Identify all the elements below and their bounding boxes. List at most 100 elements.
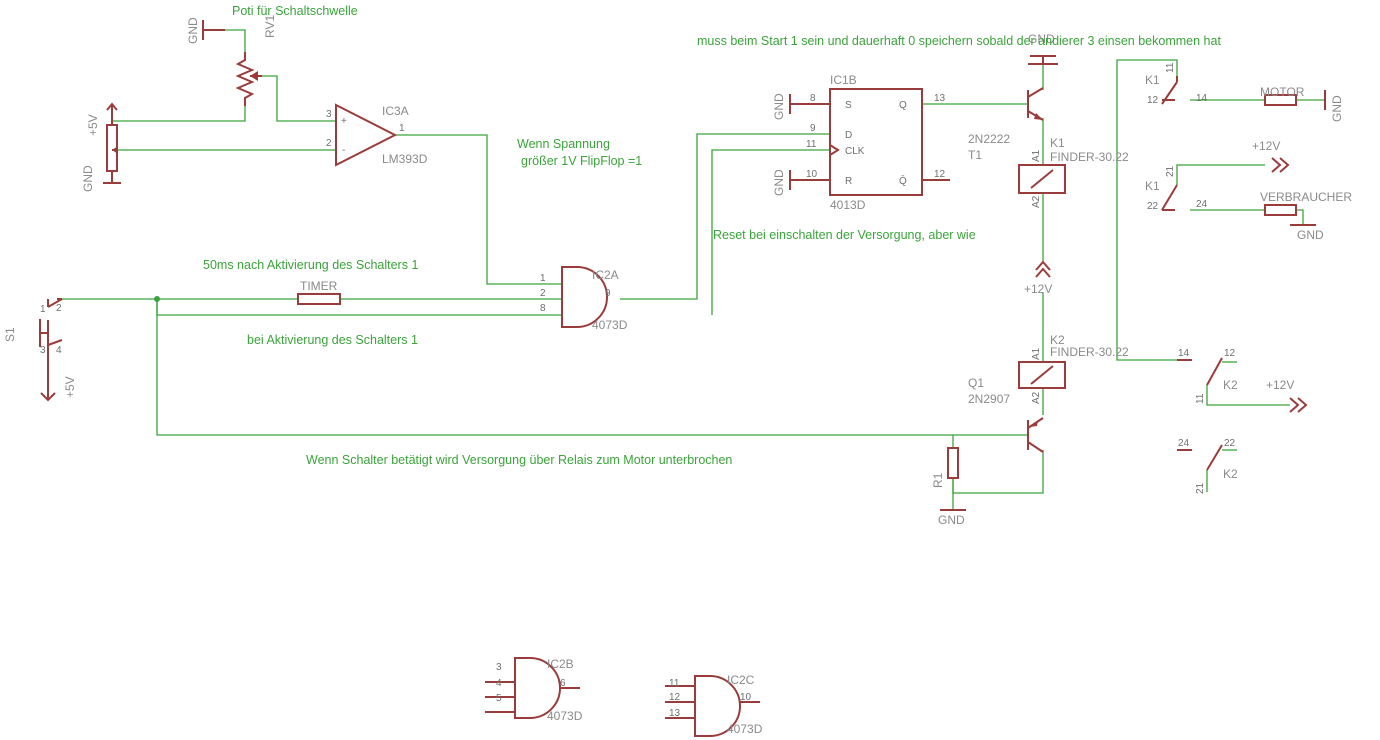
switch-s1 — [39, 299, 56, 402]
pin-1: 1 — [540, 273, 546, 284]
resistor-r1 — [947, 447, 959, 479]
pin-8: 8 — [810, 93, 816, 104]
label-timer: TIMER — [300, 279, 338, 293]
note-poti: Poti für Schaltschwelle — [232, 4, 358, 18]
label-gnd: GND — [1028, 32, 1055, 46]
label-gnd: GND — [938, 513, 965, 527]
comparator-ic3a — [335, 103, 398, 167]
label-k1: K1 — [1050, 136, 1065, 150]
label-gnd: GND — [186, 17, 200, 44]
pin-3: 3 — [40, 345, 46, 356]
ground-symbol — [103, 171, 121, 184]
relay-contact-k1a — [1161, 81, 1178, 105]
pin-4: 4 — [56, 345, 62, 356]
relay-contact-k2b — [1177, 444, 1223, 471]
pin-a2: A2 — [1031, 195, 1042, 208]
label-ic2b: IC2B — [547, 657, 574, 671]
pin-11: 11 — [1165, 62, 1176, 73]
label-12v: +12V — [1252, 139, 1280, 153]
pin-clk: CLK — [845, 146, 865, 157]
note-reset: Reset bei einschalten der Versorgung, ab… — [713, 228, 976, 242]
and-gate-ic2b — [485, 657, 580, 719]
motor-load — [1264, 94, 1297, 106]
label-12v: +12V — [1266, 378, 1294, 392]
label-gnd: GND — [1297, 228, 1324, 242]
label-5v: +5V — [63, 376, 77, 398]
relay-coil-k2 — [1018, 361, 1066, 389]
junction-dot — [154, 296, 160, 302]
pin-14: 14 — [1178, 348, 1190, 359]
label-t1: T1 — [968, 148, 982, 162]
label-4013d: 4013D — [830, 198, 866, 212]
note-flipflop: größer 1V FlipFlop =1 — [521, 154, 642, 168]
wires — [62, 29, 1325, 510]
timer-element — [297, 293, 341, 305]
label-k2: K2 — [1223, 467, 1238, 481]
pin-12: 12 — [934, 169, 946, 180]
supply-arrow-5v — [106, 102, 118, 125]
label-4073d: 4073D — [592, 318, 628, 332]
annotations: Poti für Schaltschwelle muss beim Start … — [203, 4, 1221, 467]
pin-s: S — [845, 100, 852, 111]
pin-5: 5 — [496, 693, 502, 704]
label-finder: FINDER-30.22 — [1050, 345, 1129, 359]
pin-qn: Q̄ — [899, 174, 907, 187]
pin-a1: A1 — [1031, 347, 1042, 360]
label-k1: K1 — [1145, 73, 1160, 87]
pin-12: 12 — [1147, 95, 1159, 106]
pin-22: 22 — [1224, 438, 1236, 449]
relay-contact-k2a — [1177, 357, 1223, 386]
note-schalter: Wenn Schalter betätigt wird Versorgung ü… — [306, 453, 732, 467]
pin-13: 13 — [934, 93, 946, 104]
pin-1: 1 — [40, 304, 46, 315]
note-aktivierung: bei Aktivierung des Schalters 1 — [247, 333, 418, 347]
wiper-arrow — [250, 71, 258, 81]
label-ic3a: IC3A — [382, 104, 409, 118]
flipflop-ic1b — [829, 88, 923, 196]
pin-14: 14 — [1196, 93, 1208, 104]
label-lm393: LM393D — [382, 152, 428, 166]
pin-21: 21 — [1165, 165, 1176, 177]
label-ic2c: IC2C — [727, 673, 755, 687]
pin-q: Q — [899, 100, 907, 111]
label-4073d: 4073D — [547, 709, 583, 723]
note-start: muss beim Start 1 sein und dauerhaft 0 s… — [697, 34, 1221, 48]
pin-10: 10 — [740, 692, 752, 703]
pin-a1: A1 — [1031, 149, 1042, 162]
label-r1: R1 — [931, 472, 945, 488]
label-k2: K2 — [1223, 378, 1238, 392]
pin-a2: A2 — [1031, 391, 1042, 404]
label-verbraucher: VERBRAUCHER — [1260, 190, 1352, 204]
ground-symbol — [202, 20, 225, 40]
supply-arrow-12v — [1035, 260, 1051, 278]
label-gnd: GND — [1330, 95, 1344, 122]
label-2n2907: 2N2907 — [968, 392, 1010, 406]
pin-24: 24 — [1196, 199, 1208, 210]
pin-10: 10 — [806, 169, 818, 180]
pin-24: 24 — [1178, 438, 1190, 449]
component-labels: RV1 GND +5V GND IC3A LM393D 3 2 1 + - IC… — [3, 15, 1352, 736]
pin-21: 21 — [1195, 482, 1206, 494]
pin-6: 6 — [560, 678, 566, 689]
relay-contact-k1b — [1161, 184, 1178, 211]
pin-11: 11 — [669, 678, 680, 689]
label-motor: MOTOR — [1260, 85, 1305, 99]
label-2n2222: 2N2222 — [968, 132, 1010, 146]
label-ic1b: IC1B — [830, 73, 857, 87]
relay-coil-k1 — [1018, 164, 1066, 194]
and-gate-ic2a — [561, 266, 608, 328]
pin-2: 2 — [56, 303, 62, 314]
potentiometer-rv1 — [235, 52, 255, 106]
label-finder: FINDER-30.22 — [1050, 150, 1129, 164]
note-50ms: 50ms nach Aktivierung des Schalters 1 — [203, 258, 418, 272]
pin-2: 2 — [326, 138, 332, 149]
pin-4: 4 — [496, 678, 502, 689]
label-gnd: GND — [81, 165, 95, 192]
pin-11: 11 — [1195, 393, 1206, 404]
pin-8: 8 — [540, 303, 546, 314]
label-s1: S1 — [3, 327, 17, 342]
label-ic2a: IC2A — [592, 268, 619, 282]
label-k1: K1 — [1145, 179, 1160, 193]
pin-r: R — [845, 176, 852, 187]
